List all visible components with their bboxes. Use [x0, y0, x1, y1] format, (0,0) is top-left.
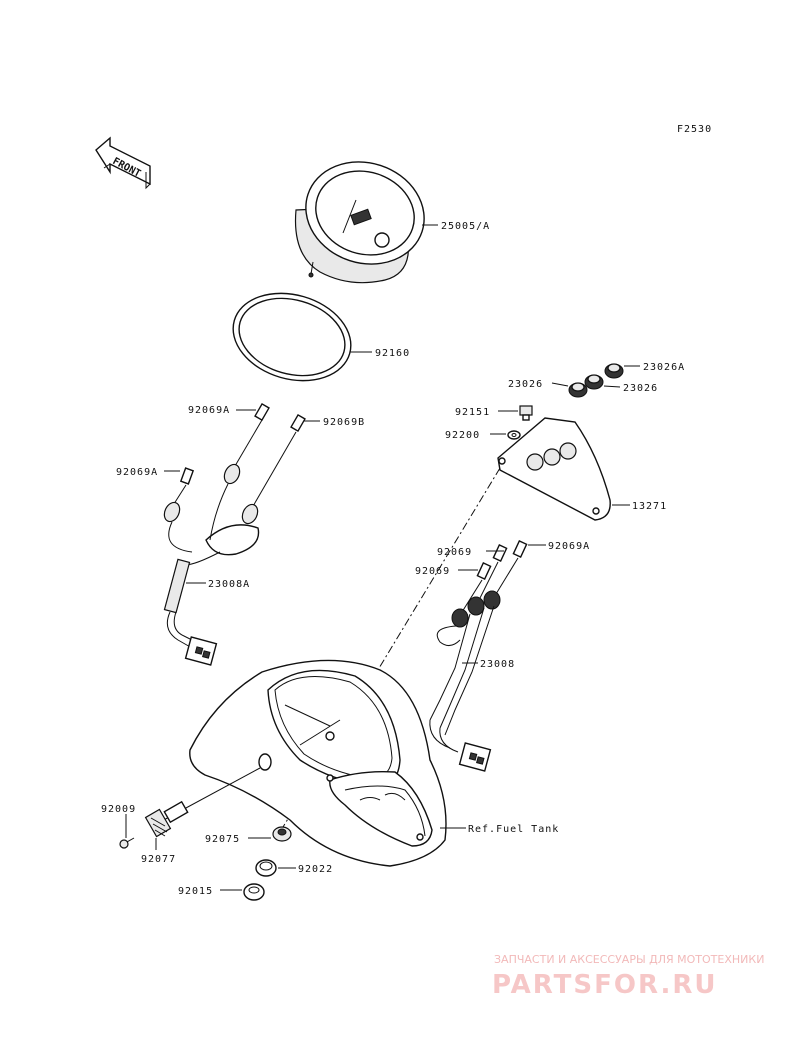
grommet-92022-part: [255, 859, 277, 877]
speedometer-part: [294, 161, 425, 284]
bulb-92069a-top-label: 92069A: [188, 405, 230, 416]
watermark-subtitle: ЗАПЧАСТИ И АКСЕССУАРЫ ДЛЯ МОТОТЕХНИКИ: [494, 953, 764, 966]
nut-label: 92151: [455, 407, 490, 418]
grommet-92015-part: [243, 883, 265, 901]
bracket-label: 13271: [632, 501, 667, 512]
lamp-23026-left-label: 23026: [508, 379, 543, 390]
lamp-23026-left-part: [568, 382, 588, 398]
washer-label: 92200: [445, 430, 480, 441]
watermark-logo: PARTSFOR.RU: [492, 970, 717, 1000]
diagram-code: F2530: [677, 124, 712, 135]
lamp-23026a-label: 23026A: [643, 362, 685, 373]
screw-part: [119, 837, 135, 849]
ring-part: [232, 292, 352, 382]
speedometer-label: 25005/A: [441, 221, 490, 232]
harness-part: [429, 540, 528, 772]
grommet-92015-label: 92015: [178, 886, 213, 897]
front-arrow-icon: FRONT: [95, 136, 151, 190]
harness-a-part: [163, 402, 306, 666]
lamp-23026-right-label: 23026: [623, 383, 658, 394]
lamp-23026a-part: [604, 363, 624, 379]
nut-part: [519, 405, 533, 421]
fitting-part: [144, 800, 189, 838]
harness-a-label: 23008A: [208, 579, 250, 590]
screw-label: 92009: [101, 804, 136, 815]
grommet-92075-part: [272, 826, 292, 842]
bulb-92069-1-label: 92069: [437, 547, 472, 558]
fuel-tank-ref-label: Ref.Fuel Tank: [468, 824, 559, 835]
bulb-92069a-left-label: 92069A: [116, 467, 158, 478]
bulb-92069a-right-label: 92069A: [548, 541, 590, 552]
ring-label: 92160: [375, 348, 410, 359]
bulb-92069-2-label: 92069: [415, 566, 450, 577]
grommet-92022-label: 92022: [298, 864, 333, 875]
harness-label: 23008: [480, 659, 515, 670]
lamp-23026-right-part: [584, 374, 604, 390]
bulb-92069b-label: 92069B: [323, 417, 365, 428]
fitting-label: 92077: [141, 854, 176, 865]
bracket-part: [497, 417, 611, 521]
washer-part: [507, 430, 521, 440]
fuel-tank-cover-part: [189, 659, 447, 867]
grommet-92075-label: 92075: [205, 834, 240, 845]
